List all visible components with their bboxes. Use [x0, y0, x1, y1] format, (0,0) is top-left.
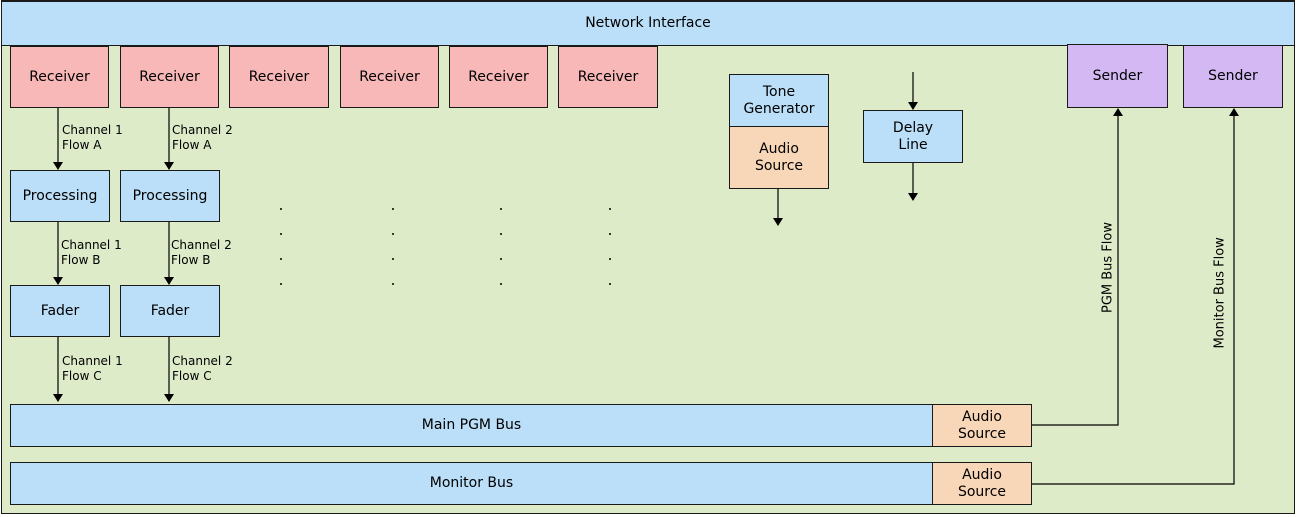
receiver-6: Receiver [558, 46, 658, 108]
ellipsis-dots-col-3 [280, 208, 286, 308]
monitor-bus-audio-source: Audio Source [932, 462, 1032, 505]
tone-audio-source: Audio Source [729, 126, 829, 189]
main-pgm-bus: Main PGM Bus [10, 404, 933, 447]
fader-1: Fader [10, 285, 110, 337]
processing-1: Processing [10, 170, 110, 222]
receiver-5: Receiver [449, 46, 548, 108]
arrow-pgm-bus-to-sender [1032, 108, 1123, 426]
fader-2: Fader [120, 285, 220, 337]
sender-monitor: Sender [1183, 45, 1283, 108]
receiver-2: Receiver [120, 46, 219, 108]
tone-generator: Tone Generator [729, 74, 829, 127]
delay-line: Delay Line [863, 110, 963, 163]
monitor-bus: Monitor Bus [10, 462, 933, 505]
ellipsis-dots-col-4 [392, 208, 398, 308]
flow-label-ch1-b: Channel 1 Flow B [61, 238, 122, 267]
processing-2: Processing [120, 170, 220, 222]
network-interface: Network Interface [1, 1, 1295, 46]
receiver-1: Receiver [10, 46, 109, 108]
receiver-4: Receiver [340, 46, 439, 108]
ellipsis-dots-col-5 [500, 208, 506, 308]
flow-label-ch1-a: Channel 1 Flow A [62, 123, 123, 152]
flow-label-ch1-c: Channel 1 Flow C [62, 354, 123, 383]
flow-label-ch2-c: Channel 2 Flow C [172, 354, 233, 383]
ellipsis-dots-col-6 [609, 208, 615, 308]
pgm-bus-audio-source: Audio Source [932, 404, 1032, 447]
sender-pgm: Sender [1067, 44, 1168, 108]
arrow-monitor-bus-to-sender [1032, 108, 1239, 485]
flow-label-ch2-b: Channel 2 Flow B [171, 238, 232, 267]
flow-label-ch2-a: Channel 2 Flow A [172, 123, 233, 152]
receiver-3: Receiver [229, 46, 329, 108]
